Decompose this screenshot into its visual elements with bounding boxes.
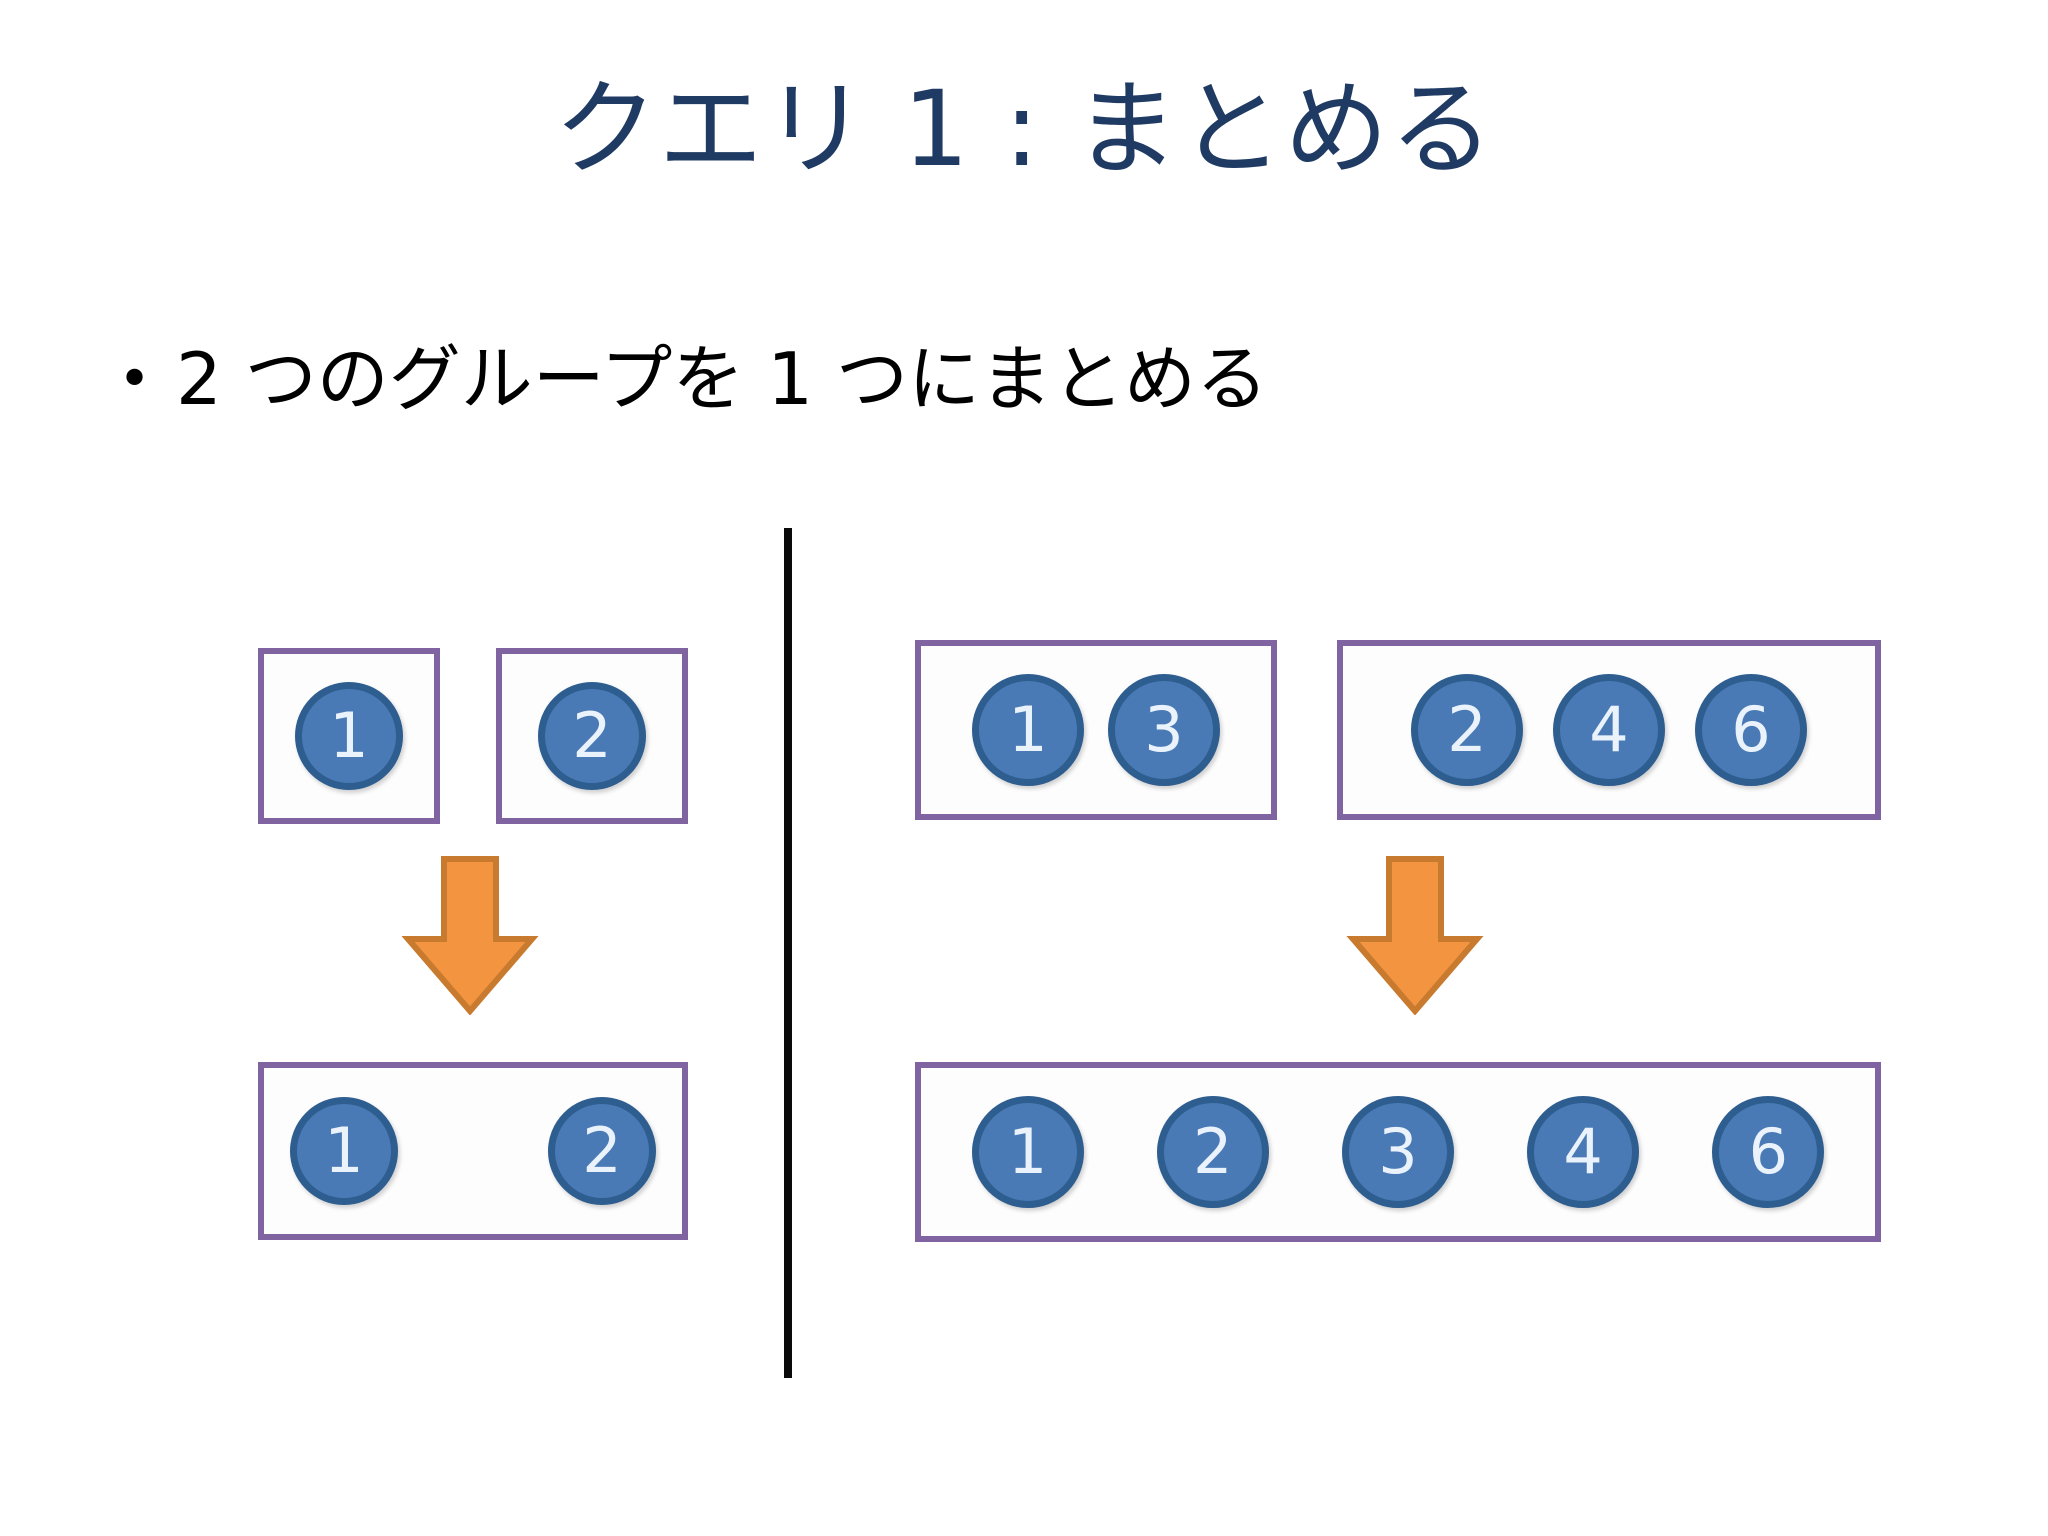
group-box-right-input-a: 1 3 xyxy=(915,640,1277,820)
bullet-marker-icon: • xyxy=(118,346,152,412)
group-box-left-input-b: 2 xyxy=(496,648,688,824)
token-circle: 4 xyxy=(1527,1096,1640,1208)
token-circle: 3 xyxy=(1108,674,1220,786)
token-circle: 6 xyxy=(1695,674,1807,786)
token-circle: 2 xyxy=(538,682,646,790)
token-circle: 1 xyxy=(290,1097,398,1205)
group-box-left-output: 1 2 xyxy=(258,1062,688,1240)
group-box-left-input-a: 1 xyxy=(258,648,440,824)
token-circle: 1 xyxy=(295,682,403,790)
page-title: クエリ 1 : まとめる xyxy=(553,68,1495,190)
bullet-list-item: • 2 つのグループを 1 つにまとめる xyxy=(118,337,1268,421)
token-circle: 1 xyxy=(972,674,1084,786)
group-box-right-input-b: 2 4 6 xyxy=(1337,640,1881,820)
token-circle: 4 xyxy=(1553,674,1665,786)
bullet-item-label: 2 つのグループを 1 つにまとめる xyxy=(176,337,1268,421)
token-circle: 2 xyxy=(548,1097,656,1205)
token-circle: 2 xyxy=(1156,1096,1269,1208)
down-arrow-icon xyxy=(1346,856,1484,1015)
vertical-divider xyxy=(784,528,792,1378)
token-circle: 3 xyxy=(1341,1096,1454,1208)
token-circle: 1 xyxy=(971,1096,1084,1208)
group-box-right-output: 1 2 3 4 6 xyxy=(915,1062,1881,1242)
token-circle: 2 xyxy=(1411,674,1523,786)
token-circle: 6 xyxy=(1712,1096,1825,1208)
down-arrow-icon xyxy=(401,856,539,1015)
